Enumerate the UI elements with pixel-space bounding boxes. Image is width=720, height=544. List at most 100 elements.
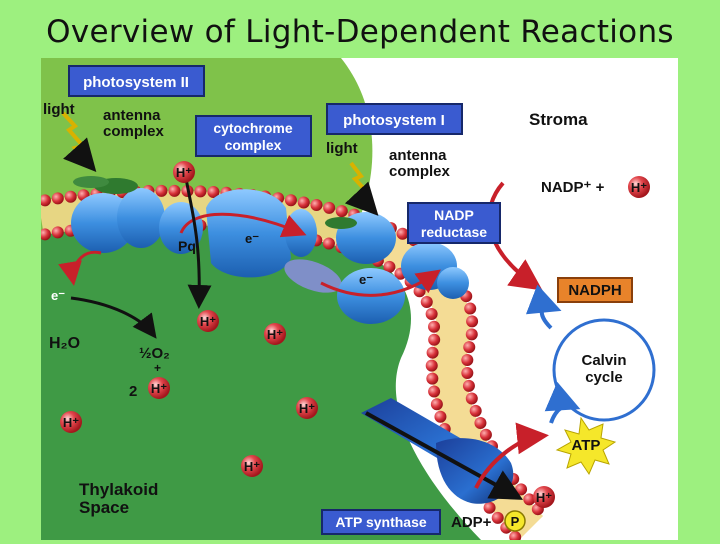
thylakoid-line1: Thylakoid bbox=[79, 480, 158, 499]
light-label-right: light bbox=[326, 140, 358, 157]
diagram: H⁺H⁺H⁺H⁺H⁺H⁺H⁺H⁺H⁺ photosystem II cytoch… bbox=[38, 58, 678, 544]
two-label: 2 bbox=[129, 383, 137, 400]
nadp-reductase-line2: reductase bbox=[421, 224, 487, 240]
membrane-bead bbox=[479, 428, 492, 441]
phosphate-circle bbox=[504, 510, 526, 532]
photosystem-ii-box bbox=[68, 65, 205, 97]
electron-flow-arrow-1 bbox=[179, 212, 307, 238]
h-plus-label: H⁺ bbox=[63, 415, 79, 430]
cytochrome-label-line1: cytochrome bbox=[213, 120, 293, 136]
membrane-bead bbox=[335, 205, 348, 218]
h-plus-label: H⁺ bbox=[244, 459, 260, 474]
membrane-bead bbox=[465, 392, 478, 405]
h-plus-label: H⁺ bbox=[631, 180, 647, 195]
nadph-box bbox=[557, 277, 633, 303]
light-bolt-right bbox=[344, 161, 379, 216]
stroma-label: Stroma bbox=[529, 110, 588, 129]
atp-synthase-label: ATP synthase bbox=[335, 514, 427, 530]
membrane-bead bbox=[426, 372, 439, 385]
membrane-bead bbox=[469, 404, 482, 417]
antenna-left-line1: antenna bbox=[103, 107, 161, 124]
oxygen-label: ½O₂ bbox=[139, 345, 170, 362]
cytochrome-label-line2: complex bbox=[225, 137, 282, 153]
membrane-bead bbox=[51, 192, 64, 205]
membrane-bead bbox=[207, 185, 220, 198]
membrane-bead bbox=[466, 315, 479, 328]
h-plus-ion-icon bbox=[60, 411, 82, 433]
membrane-bead bbox=[483, 501, 496, 514]
proton-pump-arrow bbox=[184, 177, 212, 309]
membrane-bead bbox=[515, 483, 528, 496]
membrane-bead bbox=[297, 196, 310, 209]
water-split-arrow bbox=[70, 296, 157, 339]
membrane-bead bbox=[425, 308, 438, 321]
atp-label: ATP bbox=[572, 437, 601, 454]
calvin-nadph-arrow bbox=[525, 284, 562, 330]
cytochrome-complex-box bbox=[195, 115, 312, 157]
membrane-bead bbox=[428, 385, 441, 398]
h-plus-label: H⁺ bbox=[151, 381, 167, 396]
antenna-right-line2: complex bbox=[389, 163, 451, 180]
nadp-reductase-box bbox=[407, 202, 501, 244]
calvin-line2: cycle bbox=[585, 369, 623, 386]
adp-plus-label: ADP+ bbox=[451, 514, 492, 531]
membrane-bead bbox=[428, 320, 441, 333]
membrane-bead bbox=[155, 184, 168, 197]
h-plus-label: H⁺ bbox=[536, 490, 552, 505]
antenna-left-line2: complex bbox=[103, 123, 165, 140]
nadp-plus-label: NADP⁺ + bbox=[541, 179, 605, 196]
slide-title: Overview of Light-Dependent Reactions bbox=[46, 14, 674, 50]
atp-burst-icon bbox=[555, 416, 617, 476]
photosystem-i-label: photosystem I bbox=[343, 112, 445, 129]
electron-label-1: e⁻ bbox=[245, 231, 259, 246]
h-plus-ion-icon bbox=[173, 161, 195, 183]
h-plus-label: H⁺ bbox=[299, 401, 315, 416]
membrane-bead bbox=[425, 359, 438, 372]
h-plus-ion-icon bbox=[241, 455, 263, 477]
h-plus-ion-icon bbox=[264, 323, 286, 345]
membrane-bead bbox=[463, 341, 476, 354]
proton-flow-arrow bbox=[365, 411, 523, 500]
membrane-bead bbox=[194, 185, 207, 198]
membrane-bead bbox=[383, 260, 396, 273]
h-plus-ion-icon bbox=[533, 486, 555, 508]
photosystem-i-box bbox=[326, 103, 463, 135]
h-plus-label: H⁺ bbox=[267, 327, 283, 342]
nadp-reductase-line1: NADP bbox=[434, 207, 474, 223]
h-plus-ion-icon bbox=[296, 397, 318, 419]
membrane-bead bbox=[323, 201, 336, 214]
plus-sign: + bbox=[154, 361, 161, 375]
membrane-bead bbox=[396, 227, 409, 240]
h-plus-ion-icon bbox=[628, 176, 650, 198]
pq-label: Pq bbox=[178, 238, 196, 254]
electron-flow-arrow-2 bbox=[58, 250, 102, 286]
membrane-bead bbox=[491, 511, 504, 524]
electron-flow-arrow-3 bbox=[320, 269, 441, 297]
phosphate-label: P bbox=[511, 514, 520, 529]
membrane-bead bbox=[38, 194, 51, 207]
nadph-label: NADPH bbox=[568, 282, 621, 299]
membrane-bead bbox=[462, 379, 475, 392]
membrane-bead bbox=[430, 398, 443, 411]
photosystem-ii-protein bbox=[71, 176, 203, 254]
membrane-bead bbox=[461, 366, 474, 379]
membrane-bead bbox=[38, 228, 51, 241]
light-reactions-diagram: H⁺H⁺H⁺H⁺H⁺H⁺H⁺H⁺H⁺ photosystem II cytoch… bbox=[38, 58, 678, 544]
membrane-bead bbox=[474, 417, 487, 430]
light-bolt-left bbox=[61, 111, 97, 172]
membrane-bead bbox=[428, 333, 441, 346]
membrane-bead bbox=[465, 328, 478, 341]
membrane-bead bbox=[426, 346, 439, 359]
light-label-left: light bbox=[43, 101, 75, 118]
proton-ions: H⁺H⁺H⁺H⁺H⁺H⁺H⁺H⁺H⁺ bbox=[60, 161, 650, 508]
membrane-bead bbox=[461, 353, 474, 366]
water-label: H₂O bbox=[49, 335, 80, 352]
membrane-bead bbox=[310, 199, 323, 212]
electron-label-2: e⁻ bbox=[51, 288, 65, 303]
h-plus-ion-icon bbox=[197, 310, 219, 332]
membrane-bead bbox=[322, 237, 335, 250]
membrane-bead bbox=[168, 184, 181, 197]
membrane-bead bbox=[420, 296, 433, 309]
atp-formation-arrow bbox=[474, 422, 549, 489]
atp-synthase-box bbox=[321, 509, 441, 535]
